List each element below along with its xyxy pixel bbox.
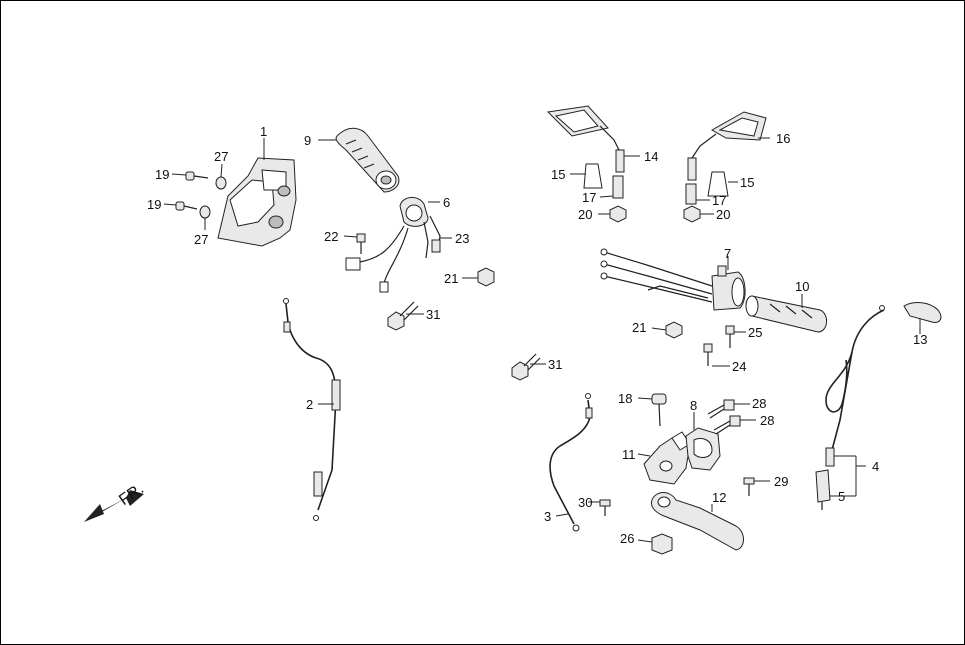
callout-8: 8 <box>690 398 697 413</box>
callout-19-lower: 19 <box>147 197 161 212</box>
callout-labels: 1 2 3 4 5 6 7 8 9 10 11 12 13 14 15 15 1… <box>116 124 927 546</box>
callout-28-upper: 28 <box>752 396 766 411</box>
throttle-housing-part <box>217 138 297 247</box>
nut-26 <box>637 533 673 555</box>
callout-30: 30 <box>578 495 592 510</box>
bolt-23 <box>431 237 452 253</box>
bolt-28-lower <box>713 415 756 435</box>
front-direction-label: FR. <box>116 480 147 509</box>
screw-30 <box>588 499 611 516</box>
front-direction-arrow-icon <box>84 490 144 522</box>
callout-15-right: 15 <box>740 175 754 190</box>
bolt-22 <box>343 233 366 254</box>
callout-6: 6 <box>443 195 450 210</box>
callout-16: 16 <box>776 131 790 146</box>
callout-26: 26 <box>620 531 634 546</box>
mirror-cap-15-left <box>570 163 603 189</box>
lever-12 <box>651 492 744 551</box>
bolt-31-right <box>511 353 546 381</box>
callout-15-left: 15 <box>551 167 565 182</box>
throttle-grip-part <box>318 127 400 193</box>
callout-27-upper: 27 <box>214 149 228 164</box>
callout-21-right: 21 <box>632 320 646 335</box>
callout-5: 5 <box>838 489 845 504</box>
pivot-bolt-18 <box>637 393 667 427</box>
callout-1: 1 <box>260 124 267 139</box>
washer-27-upper <box>215 163 227 190</box>
callout-19-upper: 19 <box>155 167 169 182</box>
screw-19-lower <box>163 201 198 211</box>
left-mirror-part <box>546 105 640 173</box>
callout-20-right: 20 <box>716 207 730 222</box>
lever-bracket-11 <box>637 431 691 485</box>
clamp-8 <box>685 412 721 471</box>
callout-20-left: 20 <box>578 207 592 222</box>
clutch-cable-part <box>815 302 942 510</box>
mirror-adapter-17-left <box>599 175 624 199</box>
callout-10: 10 <box>795 279 809 294</box>
callout-31-left: 31 <box>426 307 440 322</box>
callout-17-right: 17 <box>712 193 726 208</box>
right-switch-housing-part <box>345 197 441 293</box>
mirror-cap-15-right <box>707 171 738 197</box>
nut-20-left <box>598 205 627 223</box>
mirror-adapter-17-right <box>685 183 710 205</box>
bolt-24 <box>703 343 730 367</box>
callout-22: 22 <box>324 229 338 244</box>
callout-14: 14 <box>644 149 658 164</box>
screw-29 <box>743 477 770 496</box>
callout-12: 12 <box>712 490 726 505</box>
bolt-31-left <box>387 301 424 331</box>
callout-18: 18 <box>618 391 632 406</box>
callout-11: 11 <box>622 447 636 462</box>
callout-4: 4 <box>872 459 879 474</box>
bolt-25 <box>725 325 746 348</box>
callout-7: 7 <box>724 246 731 261</box>
callout-23: 23 <box>455 231 469 246</box>
nut-20-right <box>683 205 714 223</box>
callout-3: 3 <box>544 509 551 524</box>
callout-28-lower: 28 <box>760 413 774 428</box>
lower-cable-part <box>549 393 593 532</box>
callout-17-left: 17 <box>582 190 596 205</box>
bolt-28-upper <box>707 399 750 419</box>
nut-21-right <box>651 321 683 339</box>
left-switch-housing-part <box>600 248 746 311</box>
callout-29: 29 <box>774 474 788 489</box>
callout-25: 25 <box>748 325 762 340</box>
callout-24: 24 <box>732 359 746 374</box>
callout-13: 13 <box>913 332 927 347</box>
callout-2: 2 <box>306 397 313 412</box>
callout-27-lower: 27 <box>194 232 208 247</box>
callout-31-right: 31 <box>548 357 562 372</box>
left-grip-part <box>745 294 827 333</box>
throttle-cable-part <box>283 298 341 521</box>
nut-21-left <box>462 267 495 287</box>
callout-21-left: 21 <box>444 271 458 286</box>
screw-19-upper <box>171 171 209 181</box>
washer-27-lower <box>199 205 211 230</box>
right-mirror-part <box>687 111 770 181</box>
callout-9: 9 <box>304 133 311 148</box>
